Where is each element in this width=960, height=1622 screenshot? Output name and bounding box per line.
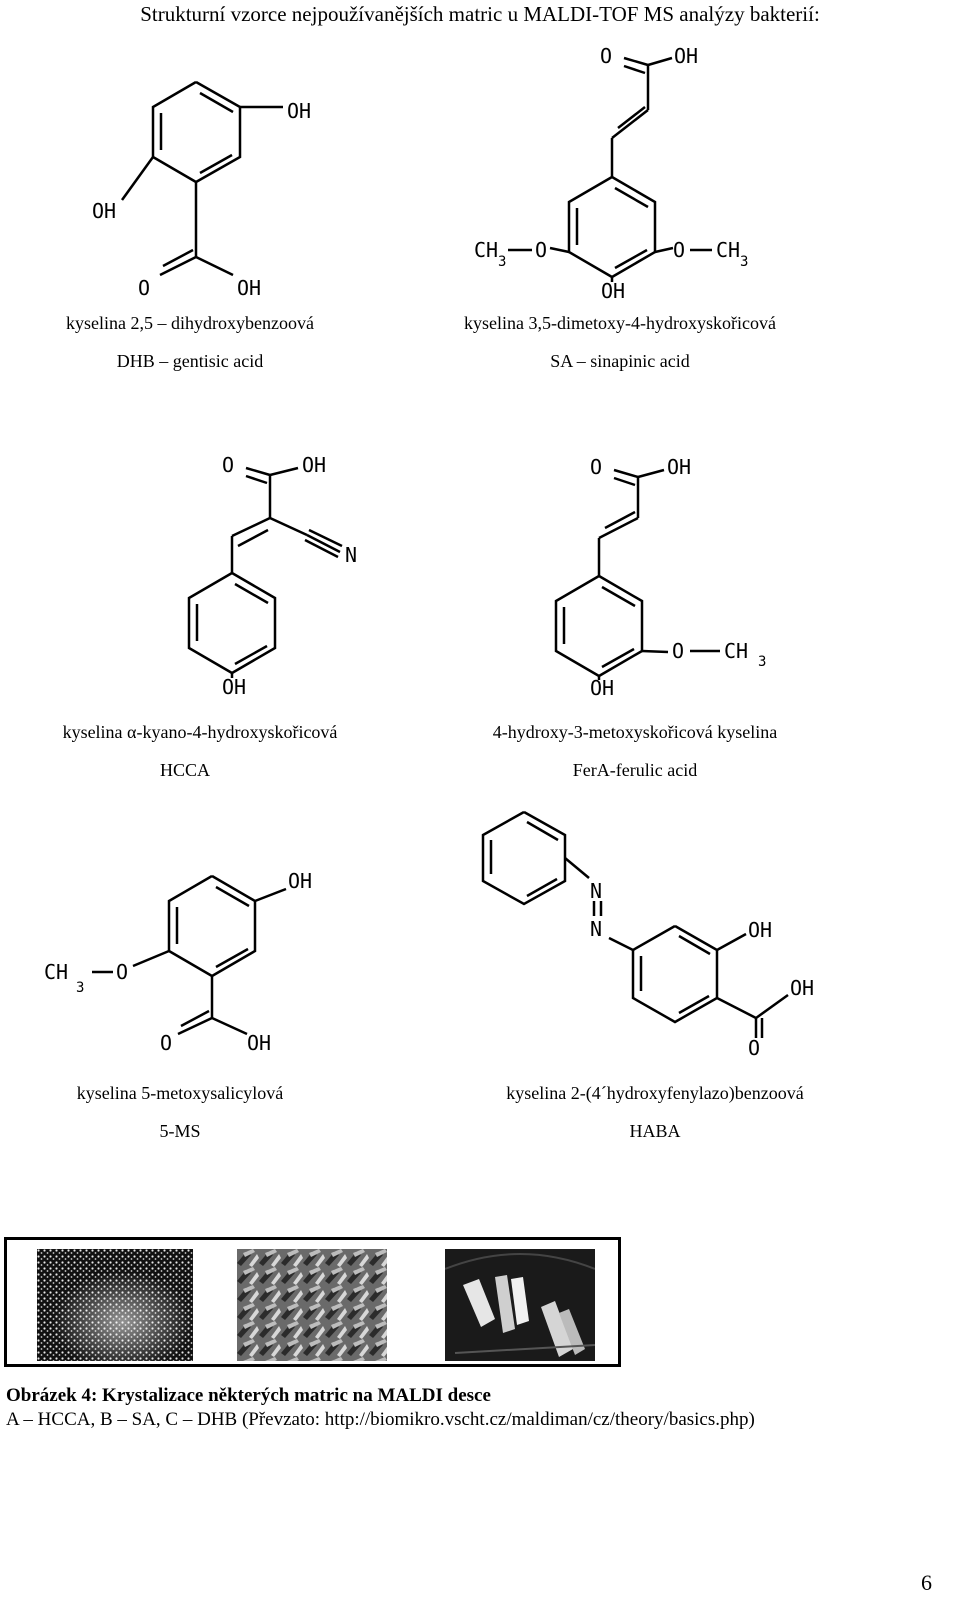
sa-ch-right: CH [716, 238, 740, 262]
crystallization-photos [4, 1237, 621, 1367]
hcca-o: O [222, 453, 234, 477]
caption-5ms-name: kyselina 5-metoxysalicylová [76, 1083, 284, 1103]
caption-haba-abbr: HABA [629, 1121, 681, 1141]
photo-c-dhb [445, 1249, 595, 1361]
haba-o: O [748, 1036, 760, 1060]
hcca-structure: O OH N OH [187, 453, 357, 699]
photo-b-sa [237, 1249, 387, 1361]
5ms-o: O [160, 1031, 172, 1055]
figure-caption: Obrázek 4: Krystalizace některých matric… [6, 1384, 755, 1432]
5ms-structure: OH O CH 3 O OH [44, 869, 312, 1055]
photo-a-hcca [37, 1249, 193, 1361]
sa-structure: O OH O CH 3 O CH 3 OH [474, 44, 748, 303]
5ms-3: 3 [76, 980, 84, 996]
figure-caption-text: A – HCCA, B – SA, C – DHB (Převzato: htt… [6, 1409, 755, 1430]
fera-structure: O OH O CH 3 OH [554, 455, 766, 700]
fera-oh-acid: OH [667, 455, 691, 479]
dhb-oh-acid: OH [237, 276, 261, 300]
page-title: Strukturní vzorce nejpoužívanějších matr… [140, 2, 820, 26]
hcca-oh-acid: OH [302, 453, 326, 477]
fera-o-methoxy: O [672, 639, 684, 663]
haba-oh-ring: OH [748, 918, 772, 942]
haba-n-top: N [590, 879, 602, 903]
5ms-oh-acid: OH [247, 1031, 271, 1055]
caption-sa-abbr: SA – sinapinic acid [550, 351, 690, 371]
5ms-oh-top: OH [288, 869, 312, 893]
caption-hcca-name: kyselina α-kyano-4-hydroxyskořicová [62, 722, 338, 742]
hcca-n: N [345, 543, 357, 567]
sa-o: O [600, 44, 612, 68]
haba-n-bottom: N [590, 917, 602, 941]
5ms-ch: CH [44, 960, 68, 984]
sa-3-right: 3 [740, 254, 748, 270]
sa-o-left: O [535, 238, 547, 262]
haba-structure: N N OH OH O [481, 810, 814, 1060]
dhb-oh-left: OH [92, 199, 116, 223]
caption-dhb-name: kyselina 2,5 – dihydroxybenzoová [66, 313, 314, 333]
caption-haba-name: kyselina 2-(4´hydroxyfenylazo)benzoová [506, 1083, 804, 1103]
dhb-oh-top: OH [287, 99, 311, 123]
caption-5ms-abbr: 5-MS [159, 1121, 201, 1141]
fera-3: 3 [758, 654, 766, 670]
caption-dhb-abbr: DHB – gentisic acid [116, 351, 264, 371]
dhb-o: O [138, 276, 150, 300]
sa-3-left: 3 [498, 254, 506, 270]
fera-ch: CH [724, 639, 748, 663]
caption-sa-name: kyselina 3,5-dimetoxy-4-hydroxyskořicová [464, 313, 776, 333]
structural-formulas: OH OH O OH O OH O CH 3 O CH 3 [44, 44, 814, 1060]
dhb-structure: OH OH O OH [92, 80, 311, 300]
fera-o: O [590, 455, 602, 479]
sa-o-right: O [673, 238, 685, 262]
sa-oh-acid: OH [674, 44, 698, 68]
5ms-o-methoxy: O [116, 960, 128, 984]
caption-hcca-abbr: HCCA [159, 760, 210, 780]
caption-fera-name: 4-hydroxy-3-metoxyskořicová kyselina [492, 722, 778, 742]
sa-ch-left: CH [474, 238, 498, 262]
page-number: 6 [921, 1570, 932, 1595]
hcca-oh-bottom: OH [222, 675, 246, 699]
haba-oh-acid: OH [790, 976, 814, 1000]
caption-fera-abbr: FerA-ferulic acid [572, 760, 698, 780]
sa-oh-bottom: OH [601, 279, 625, 303]
fera-oh-bottom: OH [590, 676, 614, 700]
figure-caption-title: Obrázek 4: Krystalizace některých matric… [6, 1385, 491, 1406]
